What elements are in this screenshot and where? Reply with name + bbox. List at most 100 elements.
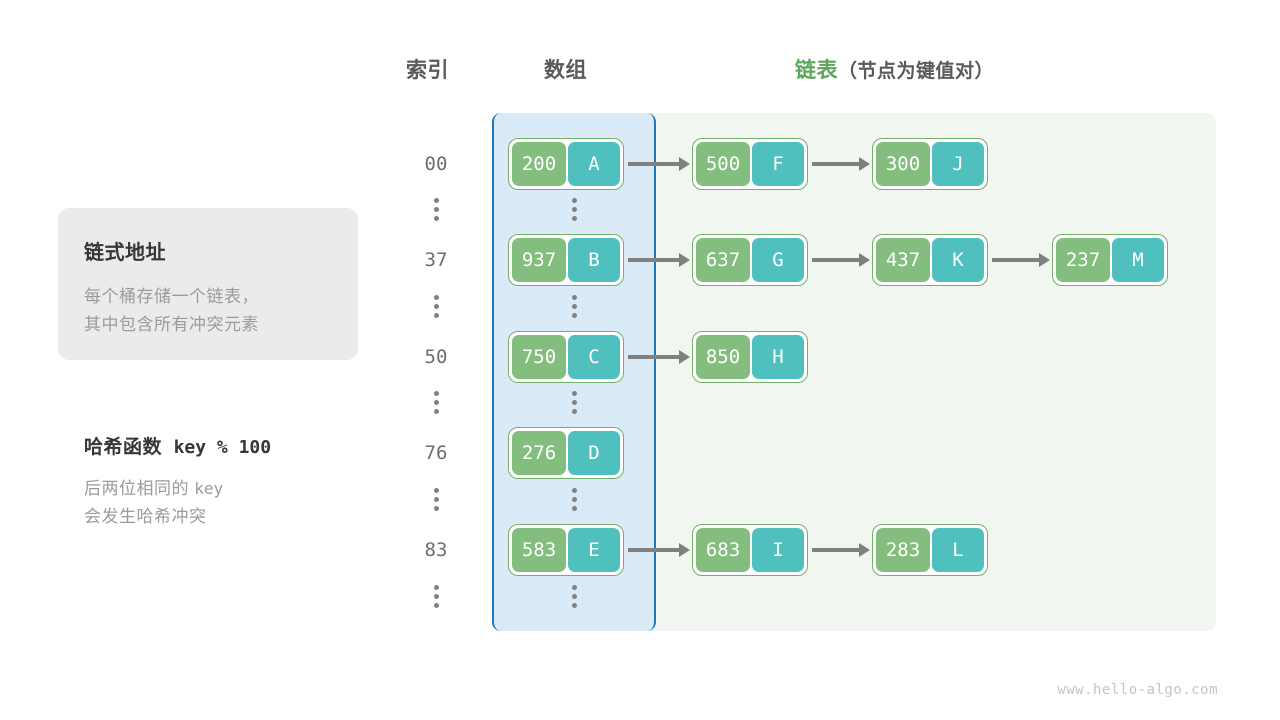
array-ellipsis-icon [571,488,577,511]
next-pointer-arrow [628,350,690,364]
arrow-shaft [992,258,1039,262]
node-key: 500 [696,142,750,186]
dot [571,409,577,414]
column-header-linkedlist: 链表（节点为键值对） [795,54,994,84]
watermark: www.hello-algo.com [1057,682,1218,698]
dot [433,391,439,396]
node-value: B [568,238,620,282]
arrow-shaft [628,162,679,166]
node-key: 237 [1056,238,1110,282]
arrow-head-icon [679,543,690,557]
node-value: K [932,238,984,282]
arrow-shaft [628,548,679,552]
index-ellipsis-icon [433,488,439,511]
arrow-shaft [628,355,679,359]
arrow-shaft [812,548,859,552]
arrow-shaft [628,258,679,262]
hash-function-block: 哈希函数 key % 100 后两位相同的 key 会发生哈希冲突 [84,432,384,530]
column-header-array: 数组 [544,59,587,82]
bucket-index-label: 00 [424,153,448,175]
array-ellipsis-icon [571,198,577,221]
node-key: 750 [512,335,566,379]
dot [433,603,439,608]
node-value: E [568,528,620,572]
index-ellipsis-icon [433,585,439,608]
next-pointer-arrow [628,253,690,267]
node-key: 200 [512,142,566,186]
node-key: 437 [876,238,930,282]
node-value: L [932,528,984,572]
arrow-head-icon [679,157,690,171]
dot [571,400,577,405]
dot [433,594,439,599]
dot [571,313,577,318]
node-key: 276 [512,431,566,475]
dot [433,198,439,203]
node-key: 300 [876,142,930,186]
dot [433,488,439,493]
array-ellipsis-icon [571,391,577,414]
dot [571,488,577,493]
hash-function-title: 哈希函数 key % 100 [84,432,384,459]
dot [571,295,577,300]
dot [433,497,439,502]
dot [433,400,439,405]
dot [571,585,577,590]
dot [433,216,439,221]
dot [433,506,439,511]
next-pointer-arrow [812,157,870,171]
array-ellipsis-icon [571,295,577,318]
next-pointer-arrow [992,253,1050,267]
dot [571,497,577,502]
dot [571,207,577,212]
dot [571,216,577,221]
node-value: G [752,238,804,282]
node-value: D [568,431,620,475]
next-pointer-arrow [812,543,870,557]
next-pointer-arrow [628,543,690,557]
arrow-head-icon [1039,253,1050,267]
hash-note-line-1: 后两位相同的 key [84,475,384,503]
hash-note-line-2: 会发生哈希冲突 [84,506,207,526]
bucket-index-label: 50 [424,346,448,368]
info-card: 链式地址 每个桶存储一个链表， 其中包含所有冲突元素 [58,208,358,360]
node-key: 850 [696,335,750,379]
dot [433,207,439,212]
dot [571,304,577,309]
info-card-line-2: 其中包含所有冲突元素 [84,314,259,334]
node-value: F [752,142,804,186]
dot [433,585,439,590]
arrow-shaft [812,258,859,262]
hash-note-prefix: 后两位相同的 [84,479,189,498]
node-key: 683 [696,528,750,572]
node-value: M [1112,238,1164,282]
dot [571,198,577,203]
arrow-head-icon [679,350,690,364]
info-card-line-1: 每个桶存储一个链表， [84,287,259,306]
dot [433,313,439,318]
dot [433,304,439,309]
node-value: C [568,335,620,379]
next-pointer-arrow [812,253,870,267]
dot [571,391,577,396]
hash-note-key: key [194,479,224,498]
arrow-head-icon [859,543,870,557]
node-key: 637 [696,238,750,282]
arrow-shaft [812,162,859,166]
dot [433,409,439,414]
index-ellipsis-icon [433,391,439,414]
index-ellipsis-icon [433,198,439,221]
